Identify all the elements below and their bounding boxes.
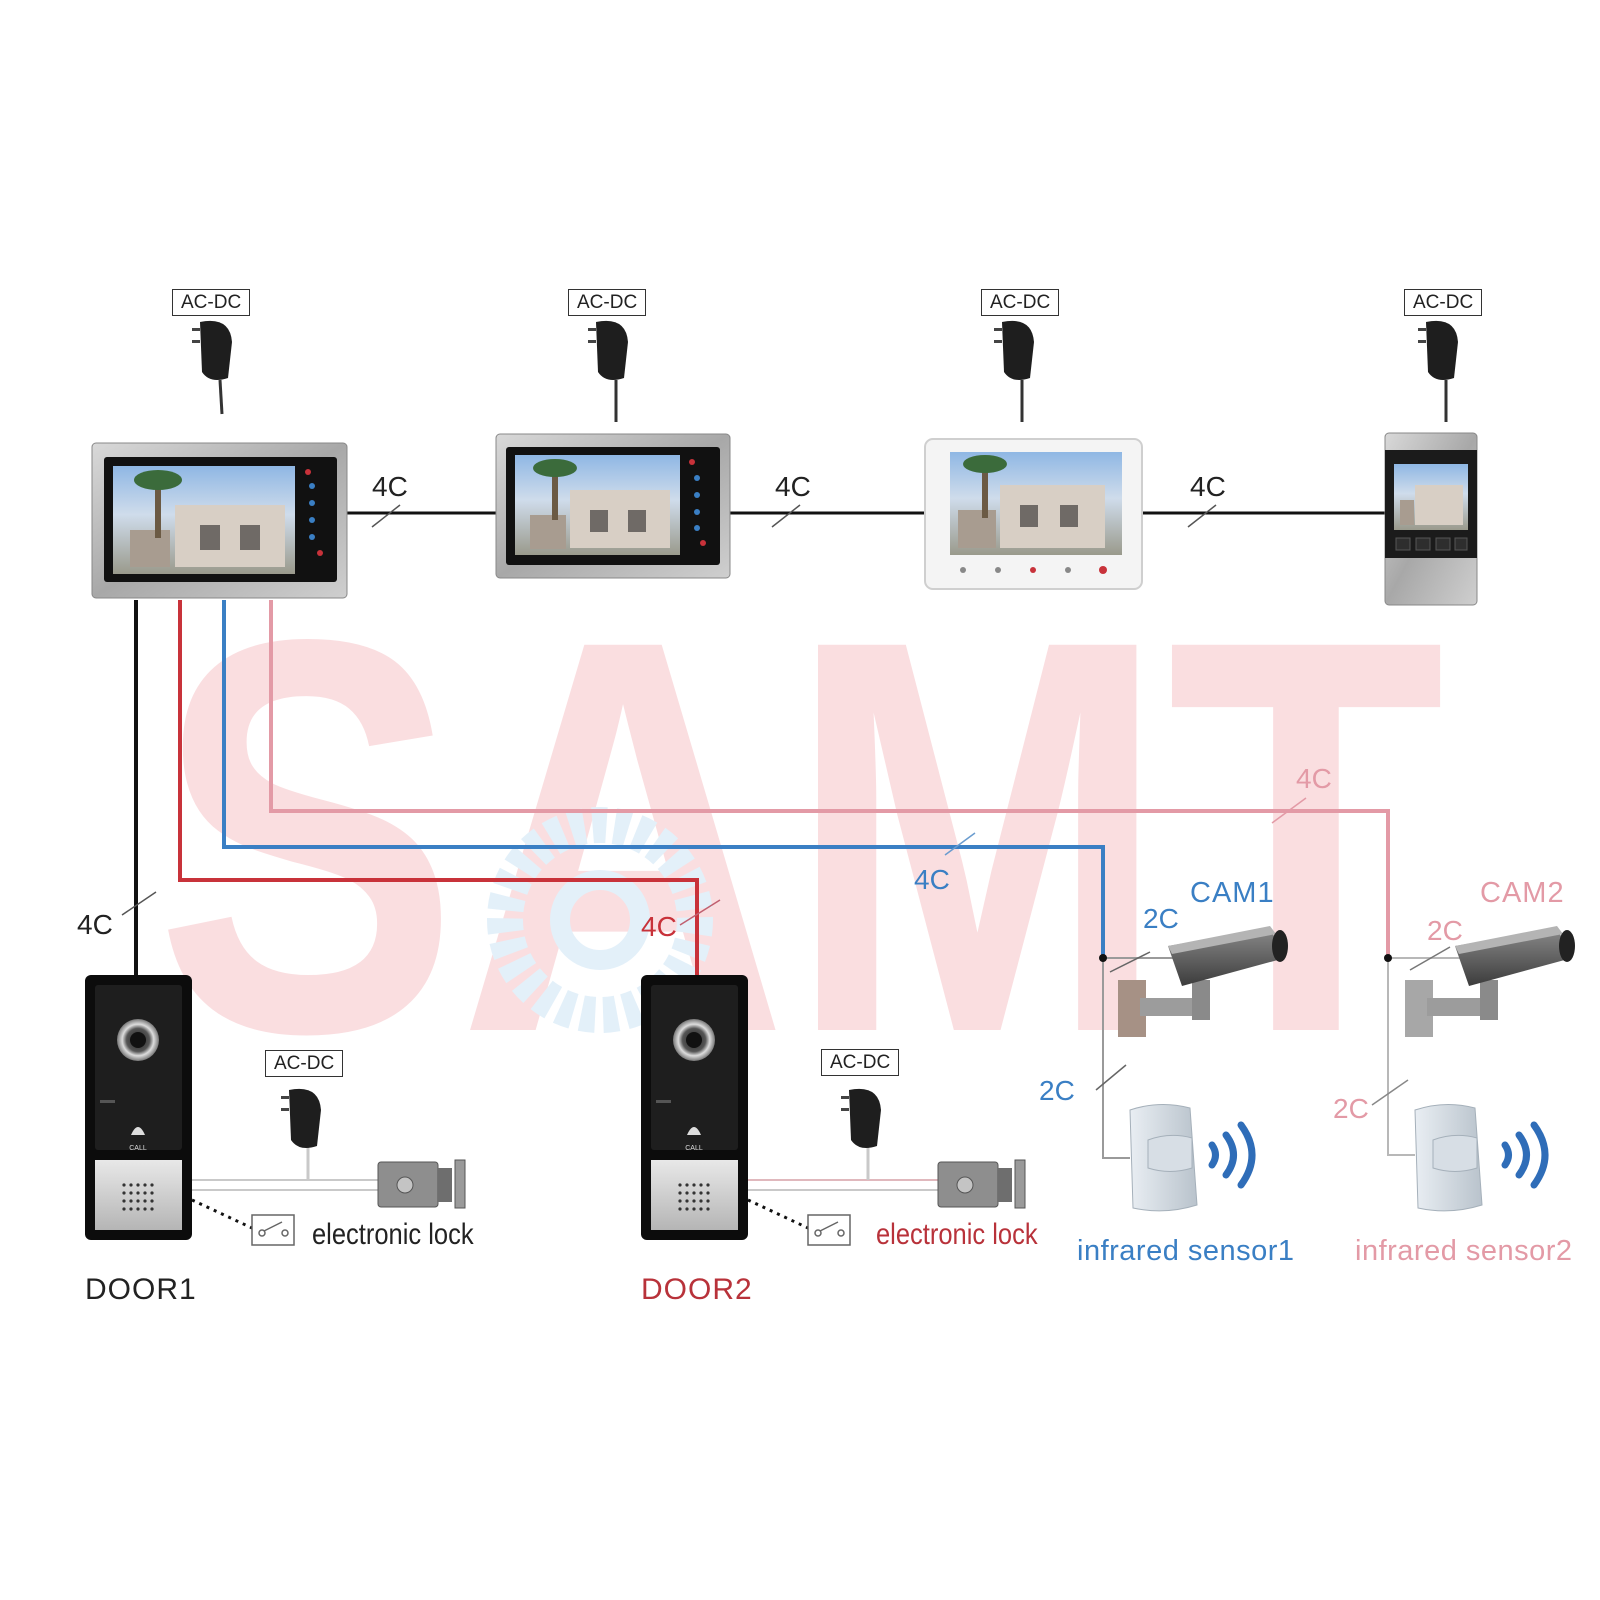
bullet-camera-icon	[1118, 926, 1288, 1037]
cam1-branch-wires	[1095, 951, 1175, 1159]
cable-label: 4C	[641, 911, 677, 942]
bullet-camera-icon	[1405, 926, 1575, 1037]
power-adapter-icon	[281, 1088, 321, 1180]
electronic-lock-icon	[937, 1159, 1026, 1209]
cable-label: 4C	[1190, 471, 1226, 502]
indoor-monitor-2	[495, 433, 731, 579]
power-adapter-label: AC-DC	[265, 1050, 344, 1077]
power-adapter-label: AC-DC	[821, 1049, 900, 1076]
cam1-junction	[1099, 954, 1107, 962]
exit-switch-icon	[251, 1214, 295, 1246]
door-station-2: CALL	[641, 975, 748, 1240]
door1-wire	[121, 600, 157, 975]
power-adapter-label: AC-DC	[568, 289, 647, 316]
wireless-signal-icon	[1208, 1121, 1256, 1189]
cable-label: 4C	[914, 864, 950, 895]
lock1-label: electronic lock	[312, 1218, 474, 1251]
infrared-sensor-icon	[1414, 1104, 1483, 1212]
cable-label: 4C	[1296, 763, 1332, 794]
power-adapter-icon	[841, 1088, 881, 1180]
door1-label: DOOR1	[85, 1273, 197, 1306]
sensor1-label: infrared sensor1	[1077, 1235, 1295, 1267]
cable-label: 2C	[1039, 1075, 1075, 1106]
cam1-label: CAM1	[1190, 877, 1275, 909]
infrared-sensor-icon	[1129, 1104, 1198, 1212]
cam1-wire	[222, 600, 1105, 958]
indoor-monitor-1	[91, 442, 348, 599]
svg-text:SAMT: SAMT	[155, 523, 1445, 1149]
power-adapter-icon	[192, 320, 232, 415]
svg-text:CALL: CALL	[685, 1145, 703, 1152]
exit-switch-icon	[807, 1214, 851, 1246]
cable-label: 2C	[1333, 1093, 1369, 1124]
cam2-junction	[1384, 954, 1392, 962]
cable-label: 2C	[1143, 903, 1179, 934]
cable-label: 4C	[775, 471, 811, 502]
cam2-wire	[269, 600, 1390, 958]
power-adapter-icon	[994, 320, 1034, 422]
cable-ticks	[371, 504, 1217, 528]
door2-label: DOOR2	[641, 1273, 753, 1306]
power-adapter-icon	[588, 320, 628, 422]
electronic-lock-icon	[377, 1159, 466, 1209]
cable-label: 2C	[1427, 915, 1463, 946]
watermark: SAMT	[155, 523, 1445, 1149]
cam2-label: CAM2	[1480, 877, 1565, 909]
power-adapter-label: AC-DC	[1404, 289, 1483, 316]
door2-wire	[178, 600, 721, 975]
door-station-1: CALL	[85, 975, 192, 1240]
indoor-monitor-4	[1384, 432, 1478, 606]
cam2-branch-wires	[1371, 946, 1460, 1156]
cable-label: 4C	[77, 909, 113, 940]
power-adapter-icon	[1418, 320, 1458, 422]
wireless-signal-icon	[1501, 1121, 1549, 1189]
cable-label: 4C	[372, 471, 408, 502]
indoor-monitor-3	[924, 438, 1143, 590]
svg-text:CALL: CALL	[129, 1145, 147, 1152]
lock2-label: electronic lock	[876, 1218, 1038, 1251]
sensor2-label: infrared sensor2	[1355, 1235, 1573, 1267]
power-adapter-label: AC-DC	[981, 289, 1060, 316]
power-adapter-label: AC-DC	[172, 289, 251, 316]
